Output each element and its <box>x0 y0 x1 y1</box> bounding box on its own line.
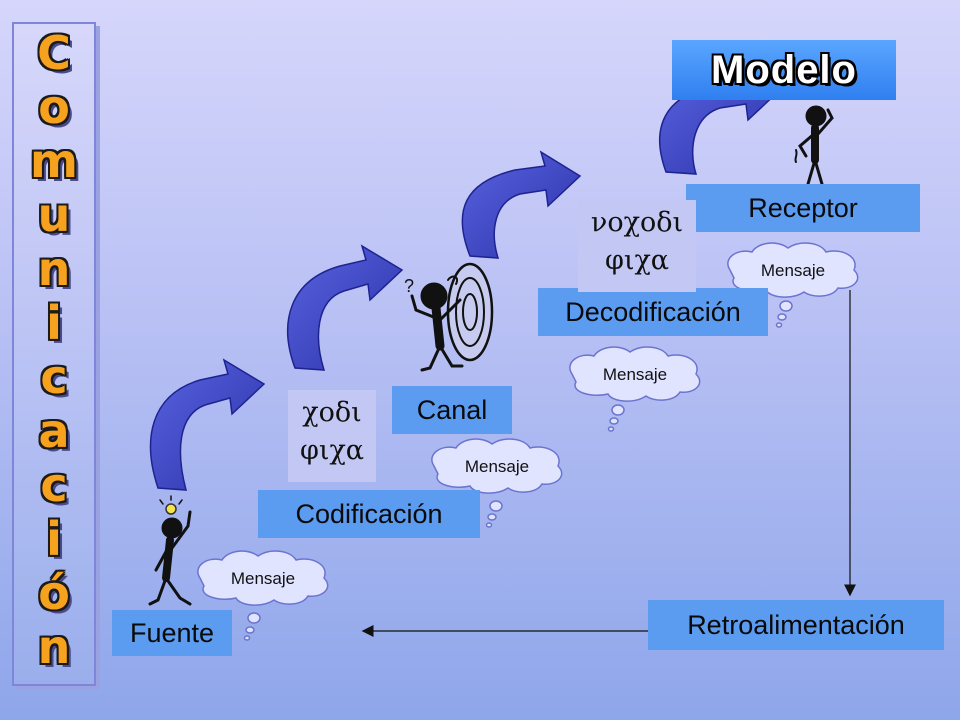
encoded-message: χοδι φιχα <box>288 390 376 482</box>
title-letter: o <box>38 80 70 134</box>
thought-cloud-3 <box>569 346 701 432</box>
channel-person-icon: ? <box>404 262 494 372</box>
thought-cloud-4 <box>727 242 859 328</box>
vertical-title: C o m u n i c a c i ó n <box>12 22 96 686</box>
source-person-icon <box>148 495 192 606</box>
title-letter: ó <box>38 566 70 620</box>
title-letter: n <box>37 242 71 296</box>
stage-fuente: Fuente <box>112 610 232 656</box>
cloud-label-3: Mensaje <box>602 365 668 384</box>
encoded-line-1: χοδι <box>302 397 362 428</box>
curved-arrow-2 <box>287 244 404 371</box>
model-title: Modelo <box>672 40 896 100</box>
svg-text:?: ? <box>404 276 414 296</box>
title-letter: c <box>40 458 68 512</box>
title-letter: m <box>30 134 78 188</box>
encoded-line-2: φιχα <box>299 435 365 466</box>
title-letter: a <box>38 404 70 458</box>
cloud-label-1: Mensaje <box>230 569 296 588</box>
curved-arrow-3 <box>461 150 582 259</box>
decoded-message: νοχοδι φιχα <box>578 200 696 292</box>
feedback-arrows <box>361 290 856 637</box>
title-letter: n <box>37 620 71 674</box>
decoded-line-1: νοχοδι <box>590 207 684 238</box>
stage-receptor: Receptor <box>686 184 920 232</box>
cloud-label-2: Mensaje <box>464 457 530 476</box>
stage-codificacion: Codificación <box>258 490 480 538</box>
title-letter: i <box>46 512 62 566</box>
thought-cloud-1 <box>197 550 329 641</box>
receiver-person-icon <box>794 105 834 186</box>
decoded-line-2: φιχα <box>604 245 670 276</box>
stage-decodificacion: Decodificación <box>538 288 768 336</box>
curved-arrow-1 <box>149 358 266 491</box>
stage-retroalimentacion: Retroalimentación <box>648 600 944 650</box>
thought-cloud-2 <box>431 438 563 528</box>
stage-canal: Canal <box>392 386 512 434</box>
title-letter: i <box>46 296 62 350</box>
cloud-label-4: Mensaje <box>760 261 826 280</box>
title-letter: c <box>40 350 68 404</box>
title-letter: C <box>37 26 71 80</box>
title-letter: u <box>37 188 71 242</box>
